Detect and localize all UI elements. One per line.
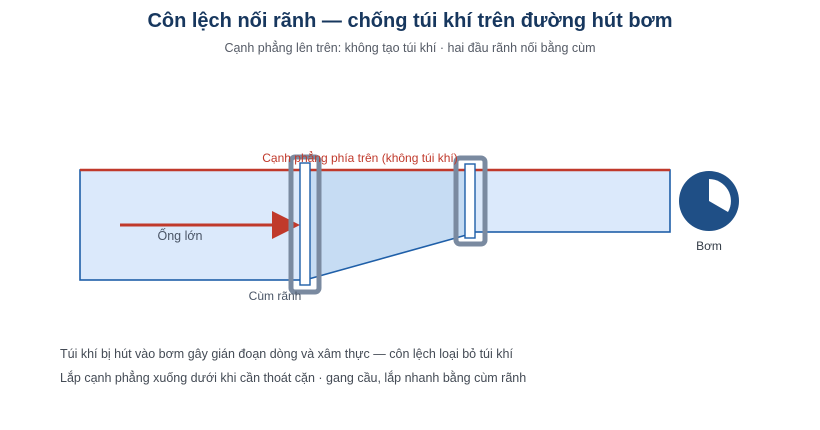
diagram-title: Côn lệch nối rãnh — chống túi khí trên đ… [147,10,673,32]
pump-label: Bơm [696,239,722,253]
note-air-pocket: Túi khí bị hút vào bơm gây gián đoạn dòn… [60,347,513,361]
top-edge-label: Cạnh phẳng phía trên (không túi khí) [262,150,457,165]
coupling-label: Cùm rãnh [249,289,302,303]
grooved-coupling-1 [288,154,322,295]
grooved-coupling-2 [453,155,488,247]
diagram-subtitle: Cạnh phẳng lên trên: không tạo túi khí ·… [224,41,596,55]
small-pipe [469,169,671,233]
eccentric-reducer [305,170,470,280]
reducer-sloped-bottom [304,233,471,281]
large-pipe-label: Ống lớn [157,228,202,243]
flow-arrow-icon [120,211,300,239]
pump-icon [679,171,739,231]
note-install-flat-down: Lắp cạnh phẳng xuống dưới khi cần thoát … [60,371,527,385]
